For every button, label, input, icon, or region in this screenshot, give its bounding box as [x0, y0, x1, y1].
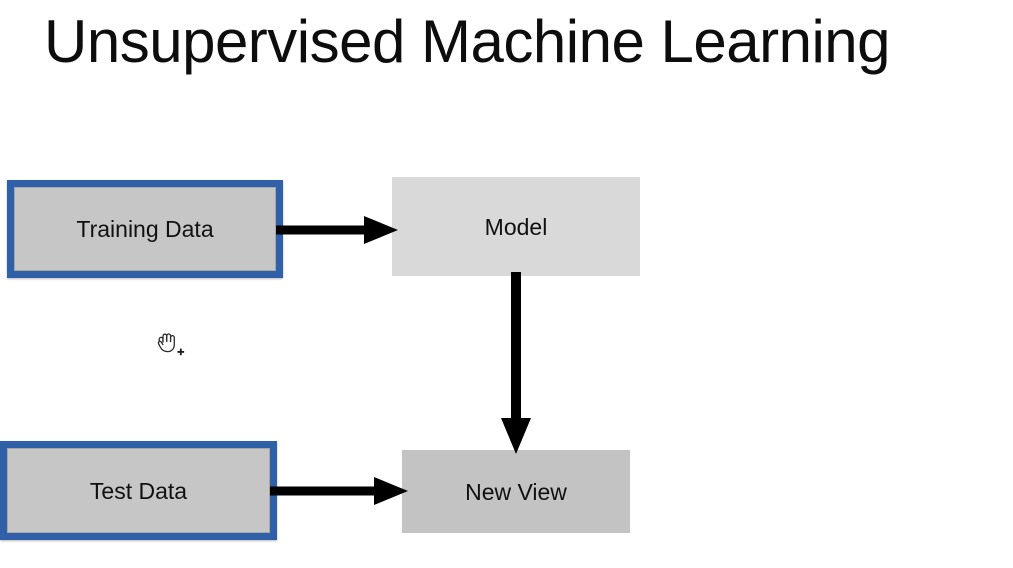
connector-test-to-new-view-arrow[interactable] [270, 473, 408, 509]
connector-model-to-new-view-arrow[interactable] [496, 272, 536, 454]
node-test-data-label: Test Data [89, 477, 188, 504]
node-new-view-label: New View [465, 478, 567, 505]
node-model-label: Model [484, 213, 548, 240]
node-training-data[interactable]: Training Data [7, 180, 283, 278]
node-model[interactable]: Model [392, 177, 640, 276]
grab-hand-cursor-icon [157, 333, 185, 356]
page-title: Unsupervised Machine Learning [44, 8, 891, 75]
node-new-view[interactable]: New View [402, 450, 630, 533]
connector-training-to-model-arrow[interactable] [276, 212, 398, 248]
node-training-data-label: Training Data [76, 216, 214, 242]
node-test-data[interactable]: Test Data [0, 441, 277, 540]
